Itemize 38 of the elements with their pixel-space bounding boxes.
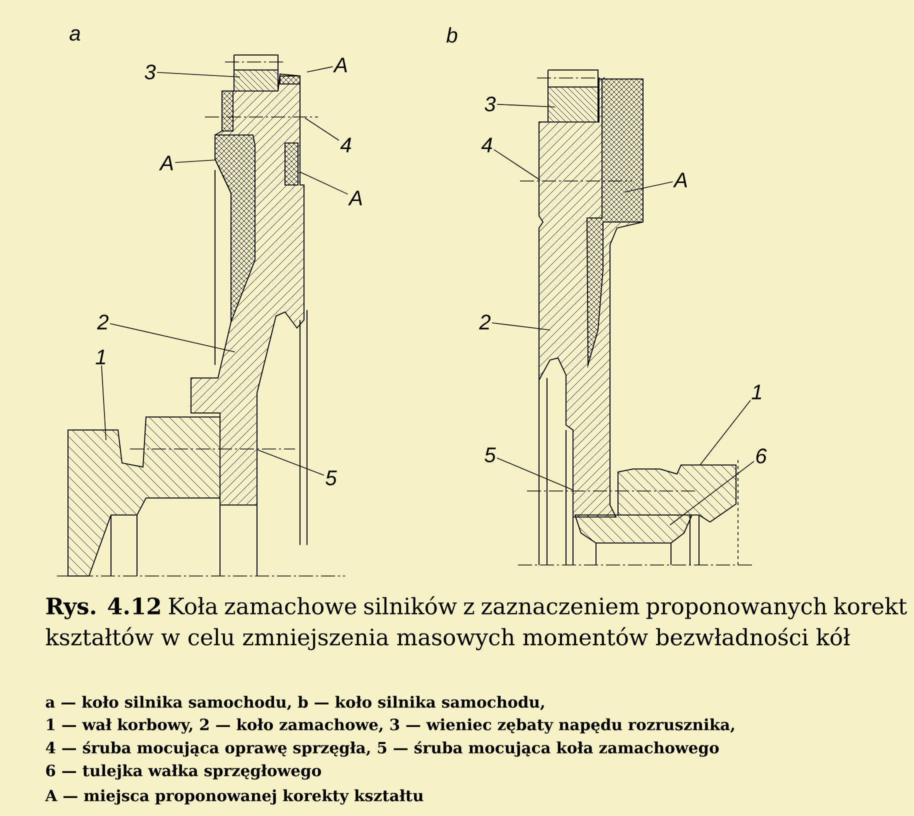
panel-letter: a [70, 29, 80, 41]
callout-number: 2 [479, 314, 491, 330]
callout-number: 6 [756, 448, 767, 464]
leader-line [156, 72, 240, 78]
leader-line [304, 118, 340, 141]
leader-line [101, 365, 106, 440]
callout-number: 3 [144, 64, 156, 80]
key-line: 4 — śruba mocująca oprawę sprzęgła, 5 — śruba mocująca koła zamachowego [46, 741, 719, 757]
callout-number: 5 [326, 470, 337, 486]
key-line: 1 — wał korbowy, 2 — koło zamachowe, 3 — wieniec zębaty napędu rozrusznika, [47, 718, 734, 734]
callout-number: A [332, 58, 347, 72]
key-line: A — miejsca proponowanej korekty kształtu [45, 789, 424, 805]
leader-line [496, 458, 574, 490]
leader-line [624, 181, 674, 192]
leader-line [496, 104, 556, 108]
panel-letter: b [446, 27, 458, 43]
callout-number: 1 [96, 350, 106, 364]
leader-line [494, 149, 540, 180]
callout-number: 4 [340, 138, 352, 152]
leader-line [300, 172, 348, 195]
callout-number: A [348, 190, 362, 206]
callout-number: 4 [481, 138, 492, 152]
figure-caption: Rys. 4.12 Koła zamachowe silników z zaznaczeniem proponowanych korekt kształtów w celu zmniejszenia masowych momentów bezwładności kół [46, 596, 907, 650]
leader-line [174, 160, 216, 163]
leader-line [670, 460, 754, 526]
callout-number: 5 [484, 448, 496, 462]
leader-line [492, 322, 550, 330]
leader-line [700, 400, 751, 466]
leader-line [306, 66, 334, 72]
key-line: 6 — tulejka wałka sprzęgłowego [46, 764, 322, 780]
callout-number: 2 [97, 314, 109, 330]
callout-number: A [158, 156, 173, 170]
callout-number: 1 [752, 384, 762, 400]
leader-line [258, 450, 324, 476]
callout-number: 3 [484, 96, 496, 112]
callout-number: A [672, 172, 687, 188]
key-line: a — koło silnika samochodu, b — koło silnika samochodu, [46, 696, 544, 710]
leader-line [110, 323, 236, 352]
